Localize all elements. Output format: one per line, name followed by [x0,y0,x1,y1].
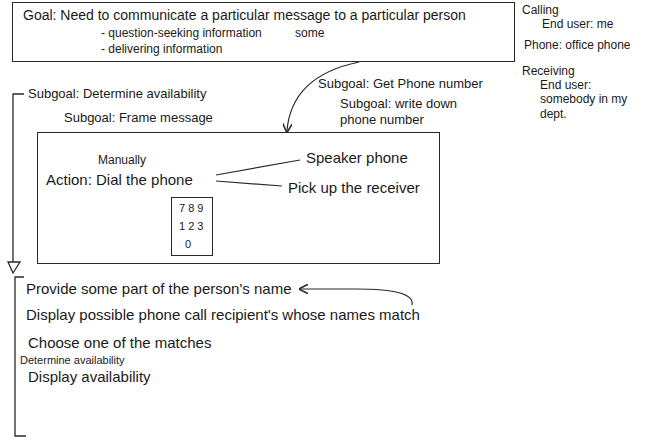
note-text: Subgoal: write down phone number [340,96,465,127]
node-text: Action: Dial the phone [46,171,193,189]
node-text: 7 8 9 [179,202,203,215]
node-text: Goal: Need to communicate a particular m… [23,7,466,24]
subgoal-bracket [13,94,24,262]
node-text: - question-seeking information [101,26,262,40]
node-text: 0 [185,238,191,251]
node-text: Pick up the receiver [288,179,420,197]
node-text: - delivering information [101,42,222,56]
loop-arrow [300,289,413,305]
keypad-box: 7 8 9 1 2 3 0 [171,197,213,256]
option-line [216,181,282,186]
action-box: ManuallyAction: Dial the phone Speaker ph… [37,132,440,264]
note-text: Display availability [28,368,151,386]
note-text: Phone: office phone [524,38,631,52]
note-text: Calling [522,3,559,17]
note-text: End user: somebody in my dept. [540,78,640,121]
node-text: Manually [98,153,146,167]
note-text: Subgoal: Get Phone number [318,76,483,92]
note-text: Display possible phone call recipient's … [26,306,420,324]
note-text: Subgoal: Frame message [64,110,213,126]
node-text: 1 2 3 [179,220,203,233]
note-text: Receiving [522,64,575,78]
note-text: Provide some part of the person's name [26,280,292,298]
node-text: Speaker phone [306,149,408,167]
bracket-arrowhead [8,262,20,273]
note-text: Determine availability [20,354,125,367]
note-text: Choose one of the matches [28,334,211,352]
node-text: some [295,26,324,40]
goal-box: Goal: Need to communicate a particular m… [12,2,515,62]
note-text: Subgoal: Determine availability [28,86,206,102]
option-line [216,160,300,175]
note-text: End user: me [542,17,613,31]
